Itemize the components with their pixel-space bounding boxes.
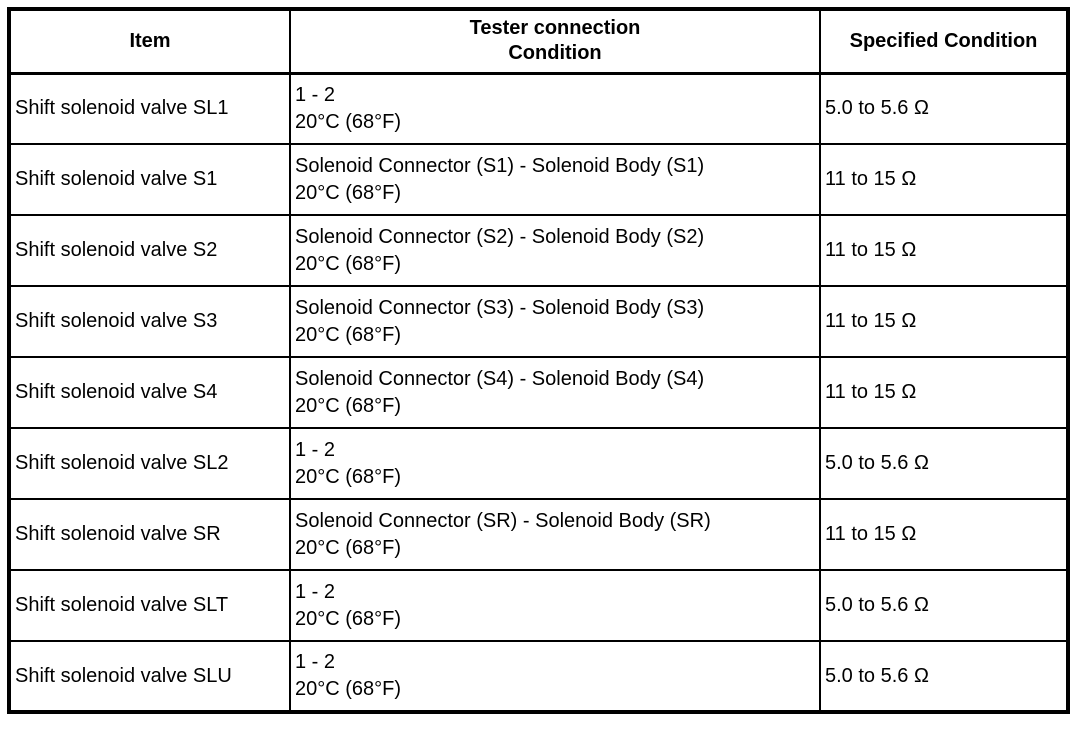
connection-line: Solenoid Connector (S2) - Solenoid Body … [295, 225, 705, 248]
connection-line: Solenoid Connector (S1) - Solenoid Body … [295, 154, 705, 177]
condition-line: 20°C (68°F) [295, 252, 402, 275]
table-row: Shift solenoid valve S4 Solenoid Connect… [8, 356, 1069, 429]
col-header-specified-condition: Specified Condition [819, 8, 1069, 75]
condition-line: 20°C (68°F) [295, 394, 402, 417]
table-row: Shift solenoid valve SLT 1 - 2 20°C (68°… [8, 569, 1069, 642]
item-cell: Shift solenoid valve SLT [8, 569, 291, 642]
item-cell: Shift solenoid valve S3 [8, 285, 291, 358]
item-cell: Shift solenoid valve S1 [8, 143, 291, 216]
specified-condition-cell: 5.0 to 5.6 Ω [819, 427, 1069, 500]
connection-line: Solenoid Connector (SR) - Solenoid Body … [295, 509, 711, 532]
specified-condition-cell: 5.0 to 5.6 Ω [819, 569, 1069, 642]
specified-condition-cell: 11 to 15 Ω [819, 214, 1069, 287]
item-cell: Shift solenoid valve S4 [8, 356, 291, 429]
header-row: Item Tester connection Condition Specifi… [8, 8, 1069, 75]
col-header-item: Item [8, 8, 291, 75]
specified-condition-cell: 5.0 to 5.6 Ω [819, 72, 1069, 145]
item-cell: Shift solenoid valve S2 [8, 214, 291, 287]
tester-connection-cell: Solenoid Connector (S3) - Solenoid Body … [289, 285, 821, 358]
connection-line: 1 - 2 [295, 438, 336, 461]
col-header-tester-connection-line1: Tester connection [469, 17, 641, 40]
condition-line: 20°C (68°F) [295, 678, 402, 700]
connection-line: 1 - 2 [295, 580, 336, 603]
col-header-tester-connection-line2: Condition [508, 42, 602, 65]
tester-connection-cell: 1 - 2 20°C (68°F) [289, 427, 821, 500]
page-body: Item Tester connection Condition Specifi… [7, 7, 1070, 714]
specified-condition-cell: 11 to 15 Ω [819, 356, 1069, 429]
table-row: Shift solenoid valve SR Solenoid Connect… [8, 498, 1069, 571]
table-row: Shift solenoid valve S2 Solenoid Connect… [8, 214, 1069, 287]
specified-condition-cell: 11 to 15 Ω [819, 285, 1069, 358]
col-header-item-label: Item [129, 29, 171, 52]
tester-connection-cell: Solenoid Connector (SR) - Solenoid Body … [289, 498, 821, 571]
tester-connection-cell: 1 - 2 20°C (68°F) [289, 72, 821, 145]
table-header: Item Tester connection Condition Specifi… [8, 8, 1069, 75]
connection-line: 1 - 2 [295, 651, 336, 673]
condition-line: 20°C (68°F) [295, 110, 402, 133]
table-row: Shift solenoid valve S1 Solenoid Connect… [8, 143, 1069, 216]
table-row: Shift solenoid valve S3 Solenoid Connect… [8, 285, 1069, 358]
item-cell: Shift solenoid valve SL1 [8, 72, 291, 145]
condition-line: 20°C (68°F) [295, 323, 402, 346]
tester-connection-cell: Solenoid Connector (S2) - Solenoid Body … [289, 214, 821, 287]
col-header-tester-connection: Tester connection Condition [289, 8, 821, 75]
condition-line: 20°C (68°F) [295, 536, 402, 559]
solenoid-spec-table: Item Tester connection Condition Specifi… [7, 7, 1070, 714]
tester-connection-cell: Solenoid Connector (S1) - Solenoid Body … [289, 143, 821, 216]
tester-connection-cell: Solenoid Connector (S4) - Solenoid Body … [289, 356, 821, 429]
item-cell: Shift solenoid valve SL2 [8, 427, 291, 500]
condition-line: 20°C (68°F) [295, 181, 402, 204]
table-row: Shift solenoid valve SL1 1 - 2 20°C (68°… [8, 72, 1069, 145]
condition-line: 20°C (68°F) [295, 607, 402, 630]
connection-line: Solenoid Connector (S3) - Solenoid Body … [295, 296, 705, 319]
specified-condition-cell: 11 to 15 Ω [819, 143, 1069, 216]
tester-connection-cell: 1 - 2 20°C (68°F) [289, 569, 821, 642]
item-cell: Shift solenoid valve SR [8, 498, 291, 571]
item-cell: Shift solenoid valve SLU [8, 640, 291, 713]
specified-condition-cell: 5.0 to 5.6 Ω [819, 640, 1069, 713]
table-row: Shift solenoid valve SL2 1 - 2 20°C (68°… [8, 427, 1069, 500]
connection-line: 1 - 2 [295, 83, 336, 106]
connection-line: Solenoid Connector (S4) - Solenoid Body … [295, 367, 705, 390]
col-header-specified-condition-label: Specified Condition [849, 29, 1038, 52]
table-body: Shift solenoid valve SL1 1 - 2 20°C (68°… [8, 72, 1069, 713]
tester-connection-cell: 1 - 2 20°C (68°F) [289, 640, 821, 713]
specified-condition-cell: 11 to 15 Ω [819, 498, 1069, 571]
table-row: Shift solenoid valve SLU 1 - 2 20°C (68°… [8, 640, 1069, 713]
condition-line: 20°C (68°F) [295, 465, 402, 488]
